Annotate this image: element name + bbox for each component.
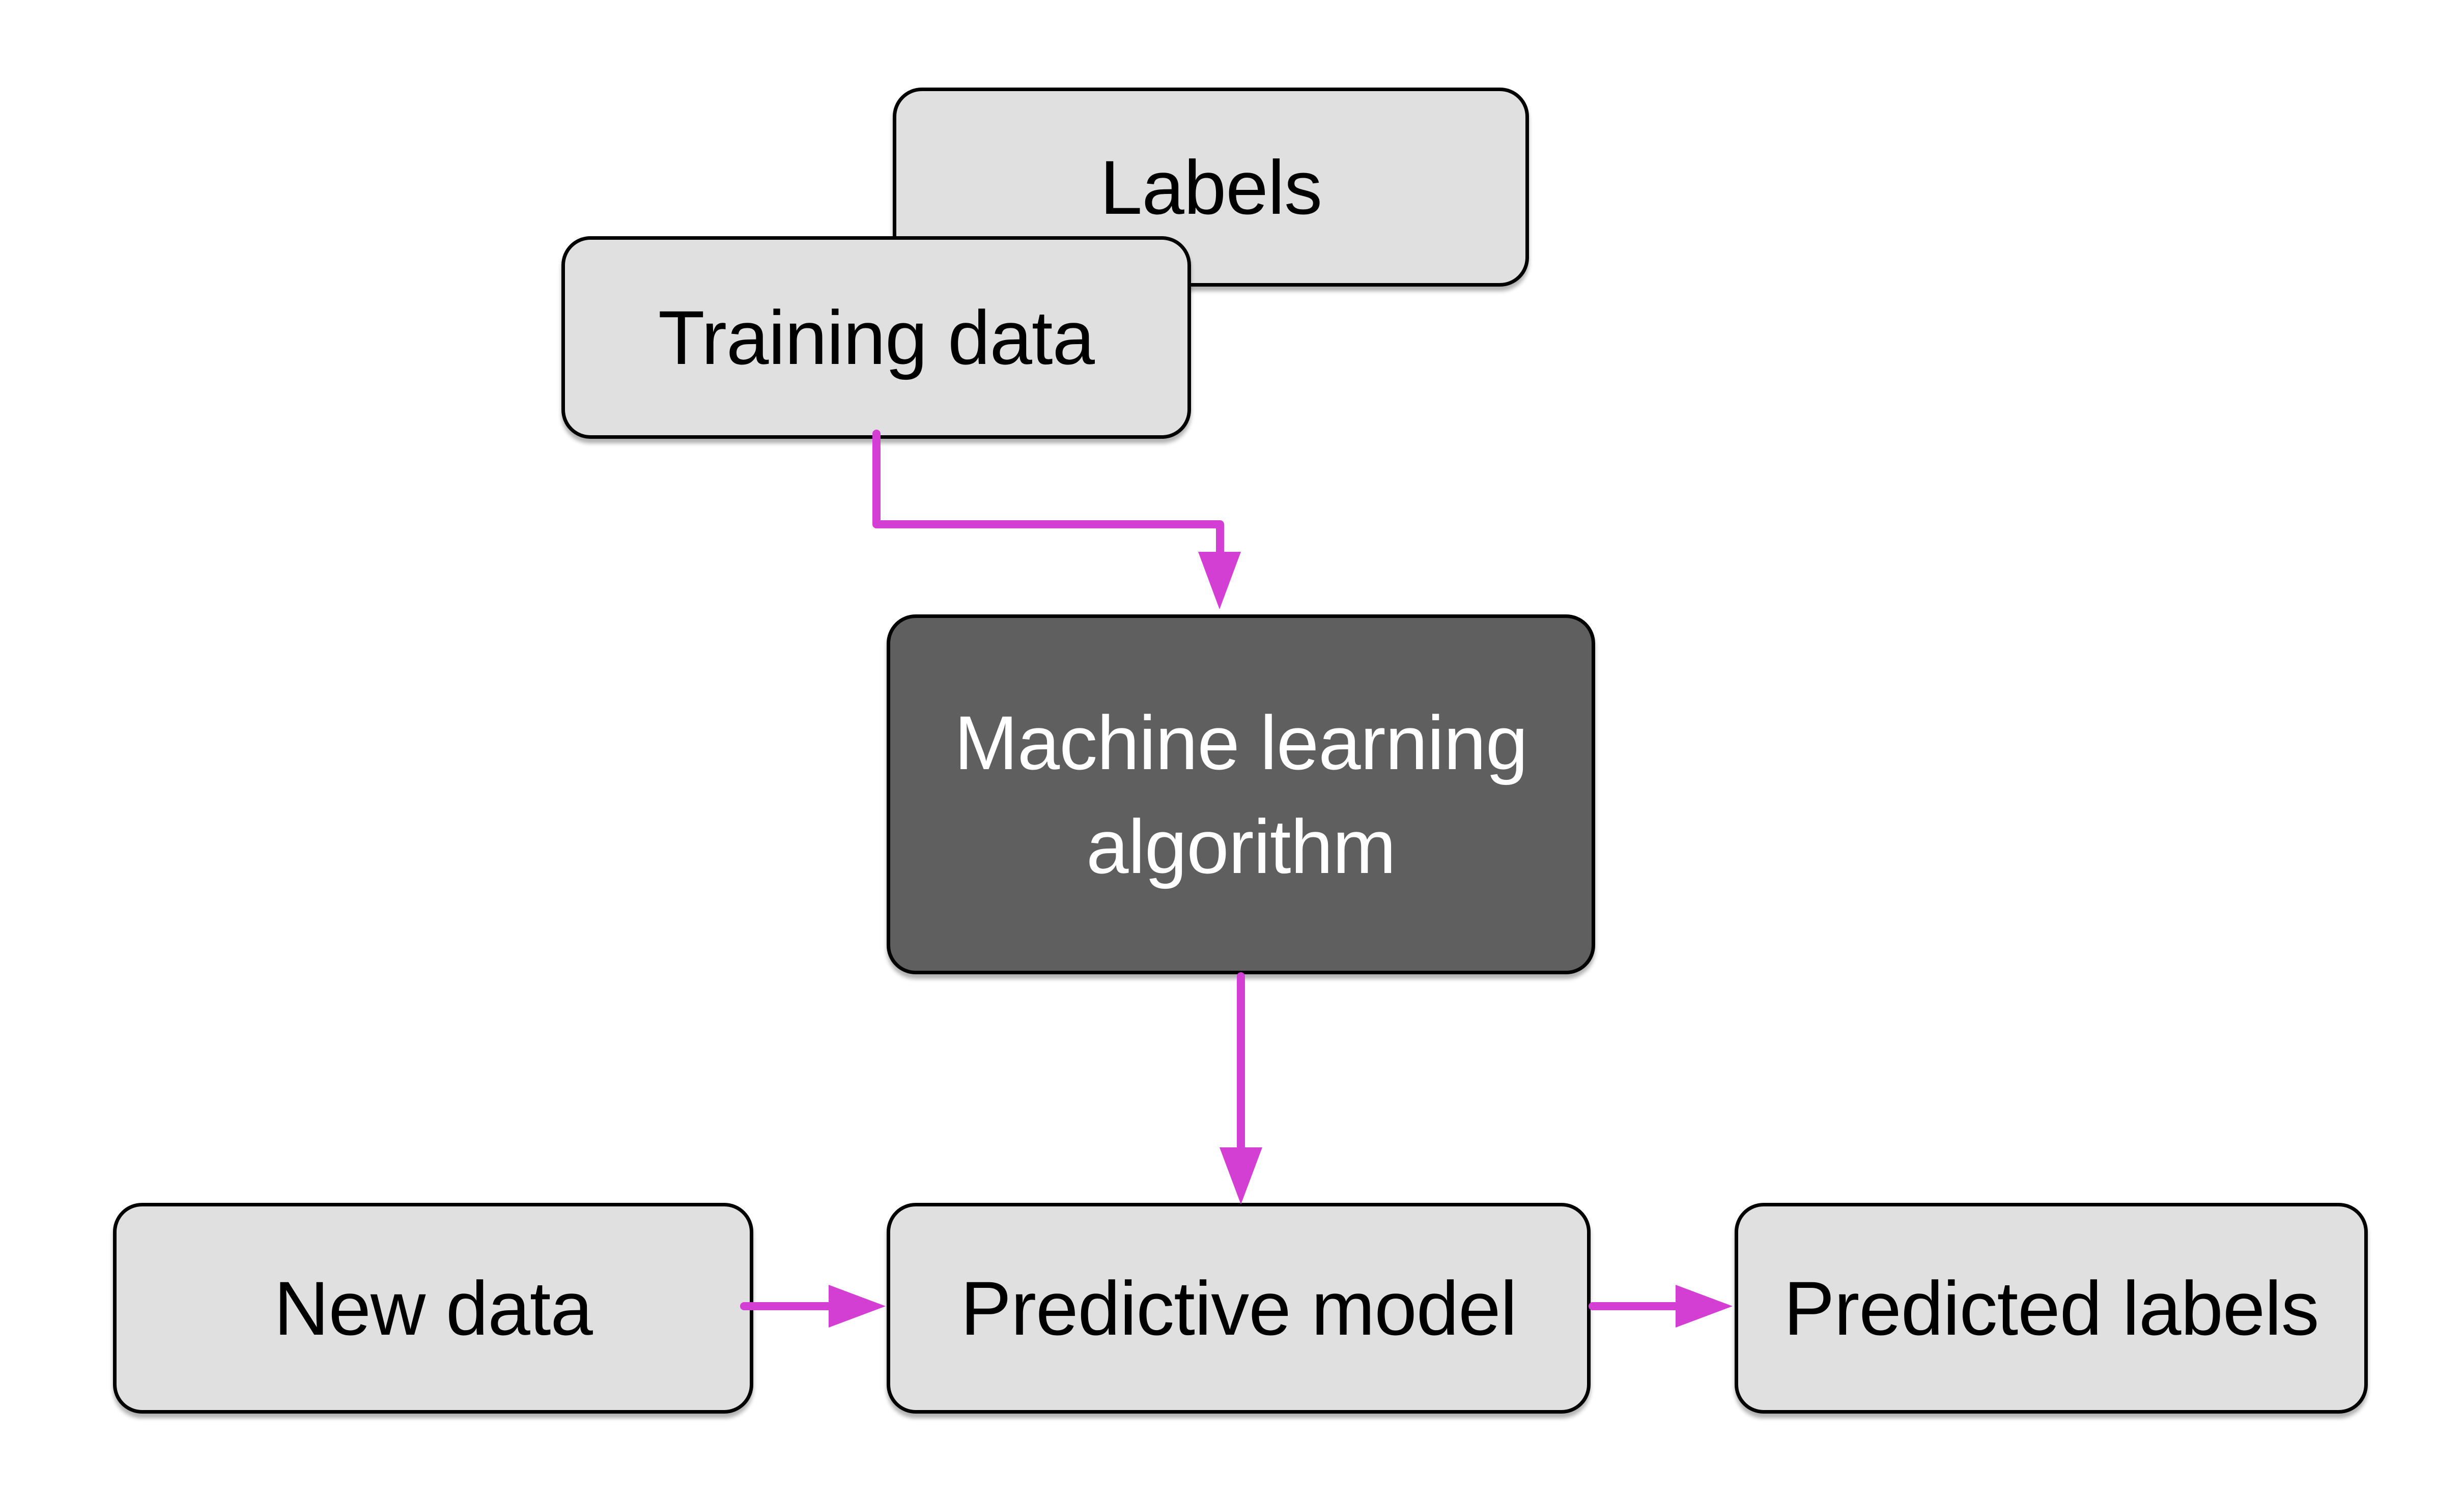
arrow-predictive-model-to-predicted-labels <box>1589 1285 1733 1328</box>
node-machine-learning-algorithm-text: Machine learning algorithm <box>954 699 1528 889</box>
node-predicted-labels-text: Predicted labels <box>1783 1265 2319 1351</box>
arrow-training-data-to-ml-algorithm-head-icon <box>1198 552 1241 609</box>
arrow-training-data-to-ml-algorithm-line <box>872 430 1224 556</box>
arrow-new-data-to-predictive-model-head-icon <box>829 1285 886 1328</box>
node-new-data: New data <box>113 1203 753 1414</box>
node-predictive-model: Predictive model <box>887 1203 1591 1414</box>
node-predicted-labels: Predicted labels <box>1735 1203 2368 1414</box>
arrow-predictive-model-to-predicted-labels-head-icon <box>1676 1285 1733 1328</box>
node-new-data-text: New data <box>274 1265 593 1351</box>
arrow-training-data-to-ml-algorithm <box>872 430 1241 609</box>
node-predictive-model-text: Predictive model <box>960 1265 1517 1351</box>
arrow-ml-algorithm-to-predictive-model <box>1220 972 1262 1204</box>
node-machine-learning-algorithm: Machine learning algorithm <box>887 614 1595 974</box>
arrow-new-data-to-predictive-model <box>740 1285 886 1328</box>
node-training-data: Training data <box>561 236 1191 439</box>
node-training-data-text: Training data <box>658 295 1095 380</box>
node-labels-text: Labels <box>1099 144 1322 230</box>
arrow-ml-algorithm-to-predictive-model-head-icon <box>1220 1147 1262 1204</box>
